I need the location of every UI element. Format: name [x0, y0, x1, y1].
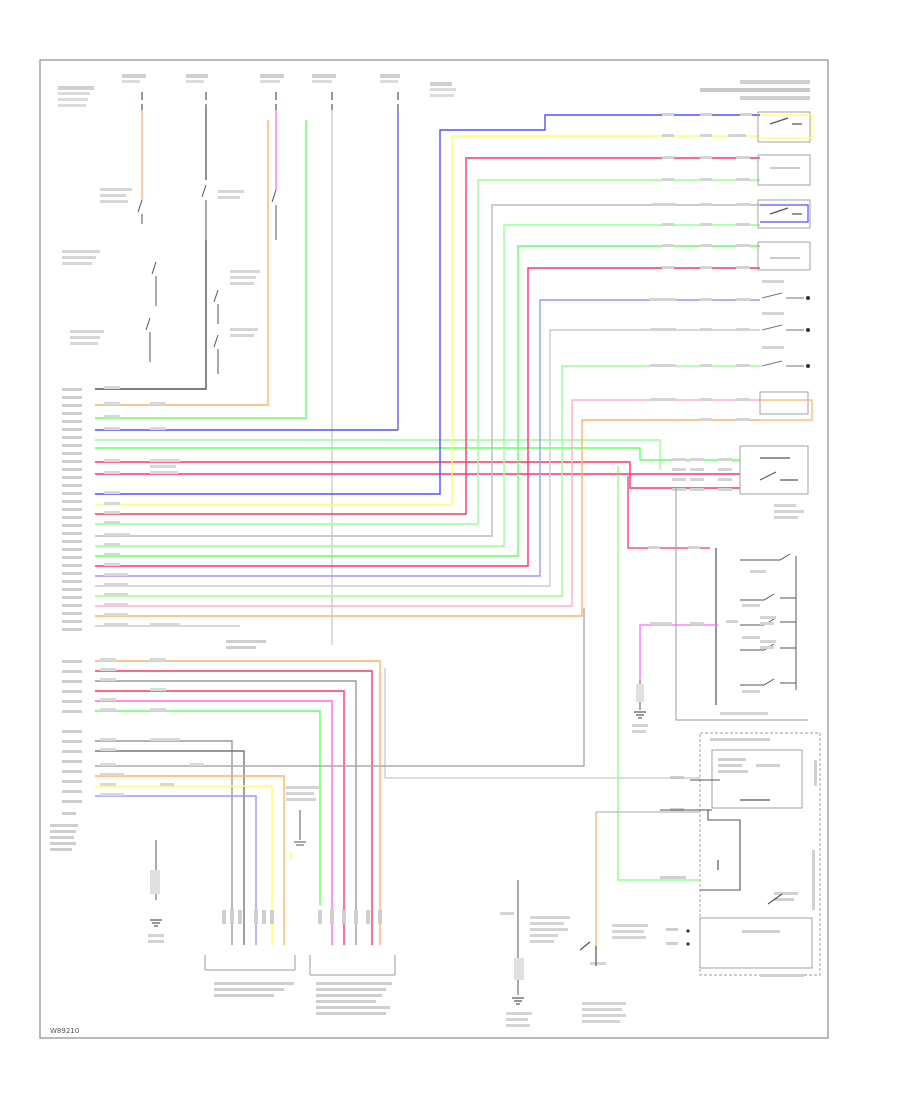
- device-switch-1: [769, 117, 802, 125]
- fuse-label-4: [312, 74, 336, 83]
- wire-red-cruise: [627, 476, 710, 549]
- figure-code: W89210: [50, 1027, 79, 1035]
- fuse-symbols: [141, 92, 399, 110]
- fuse-label-5: [380, 74, 400, 83]
- device-box-4: [757, 241, 811, 271]
- terminal-switches: [761, 292, 804, 367]
- ground-symbol-left: [148, 840, 164, 943]
- wire-h-gray-1: [95, 204, 760, 537]
- wire-l-red: [95, 670, 373, 945]
- wire-h-orange-2: [95, 419, 760, 617]
- ground-symbol-mid: [632, 680, 648, 733]
- switch-labels-left: [62, 188, 260, 345]
- wire-l-black2: [95, 608, 585, 767]
- wire-l-black: [95, 750, 245, 945]
- mid-sensor: [286, 786, 320, 860]
- wire-l-red2: [95, 690, 345, 945]
- bottom-mid-relay: [500, 880, 648, 1027]
- ecm-lower-wires: [95, 608, 585, 945]
- wire-gray-to-meter: [384, 668, 700, 779]
- fuse-label-3: [260, 74, 284, 83]
- wire-l-orange2: [95, 775, 285, 945]
- ecm-label-top: [430, 82, 456, 97]
- wire-h-green-3: [95, 245, 760, 557]
- fuse-label-1: [122, 74, 146, 83]
- wire-l-magenta: [95, 700, 333, 945]
- right-mid-module: [672, 445, 809, 519]
- wire-h-red-4: [95, 267, 760, 567]
- wire-h-black-1: [95, 240, 207, 390]
- meter-inner-box: [711, 749, 803, 809]
- wire-h-lgreen-2: [95, 179, 760, 525]
- wire-h-blue-2: [95, 114, 760, 495]
- wire-l-gray: [95, 680, 357, 945]
- left-pin-strip-lower: [50, 640, 266, 851]
- device-box-5: [759, 391, 809, 415]
- combination-meter: [660, 732, 821, 977]
- wire-tags-upper: [104, 386, 180, 626]
- right-top-devices: [650, 111, 813, 421]
- terminal-dots: [806, 296, 810, 368]
- device-switch-3: [769, 207, 802, 215]
- wire-h-red-3: [95, 157, 760, 515]
- wire-h-green-1: [95, 120, 307, 419]
- speedometer-box: [699, 917, 813, 969]
- wire-green-to-meter: [617, 466, 700, 881]
- module-box: [739, 445, 809, 495]
- wire-l-green: [95, 710, 321, 905]
- device-loop-yellow: [760, 114, 813, 139]
- device-box-3: [757, 199, 811, 229]
- device-loop-blue: [760, 204, 809, 223]
- wire-l-lav: [95, 795, 257, 945]
- wire-h-yellow-1: [95, 135, 760, 506]
- top-right-label: [700, 80, 810, 100]
- wire-gray-v1: [675, 488, 808, 721]
- device-box-1: [757, 111, 811, 143]
- bottom-sensors: [204, 786, 396, 1015]
- switch-symbols-left: [137, 184, 277, 374]
- left-top-label: [58, 86, 94, 107]
- fuse-label-2: [186, 74, 208, 83]
- wire-h-lgreen-3: [95, 224, 760, 547]
- wire-l-orange: [95, 660, 381, 945]
- device-loop-orange: [760, 399, 813, 421]
- left-pin-strip-upper: [62, 388, 82, 631]
- wire-tags-lower: [100, 658, 204, 796]
- wire-l-gray2: [95, 740, 233, 945]
- wire-l-yellow: [95, 785, 273, 945]
- device-box-2: [757, 154, 811, 186]
- cruise-switch-group: [627, 476, 808, 733]
- cruise-switch-contacts: [740, 553, 797, 690]
